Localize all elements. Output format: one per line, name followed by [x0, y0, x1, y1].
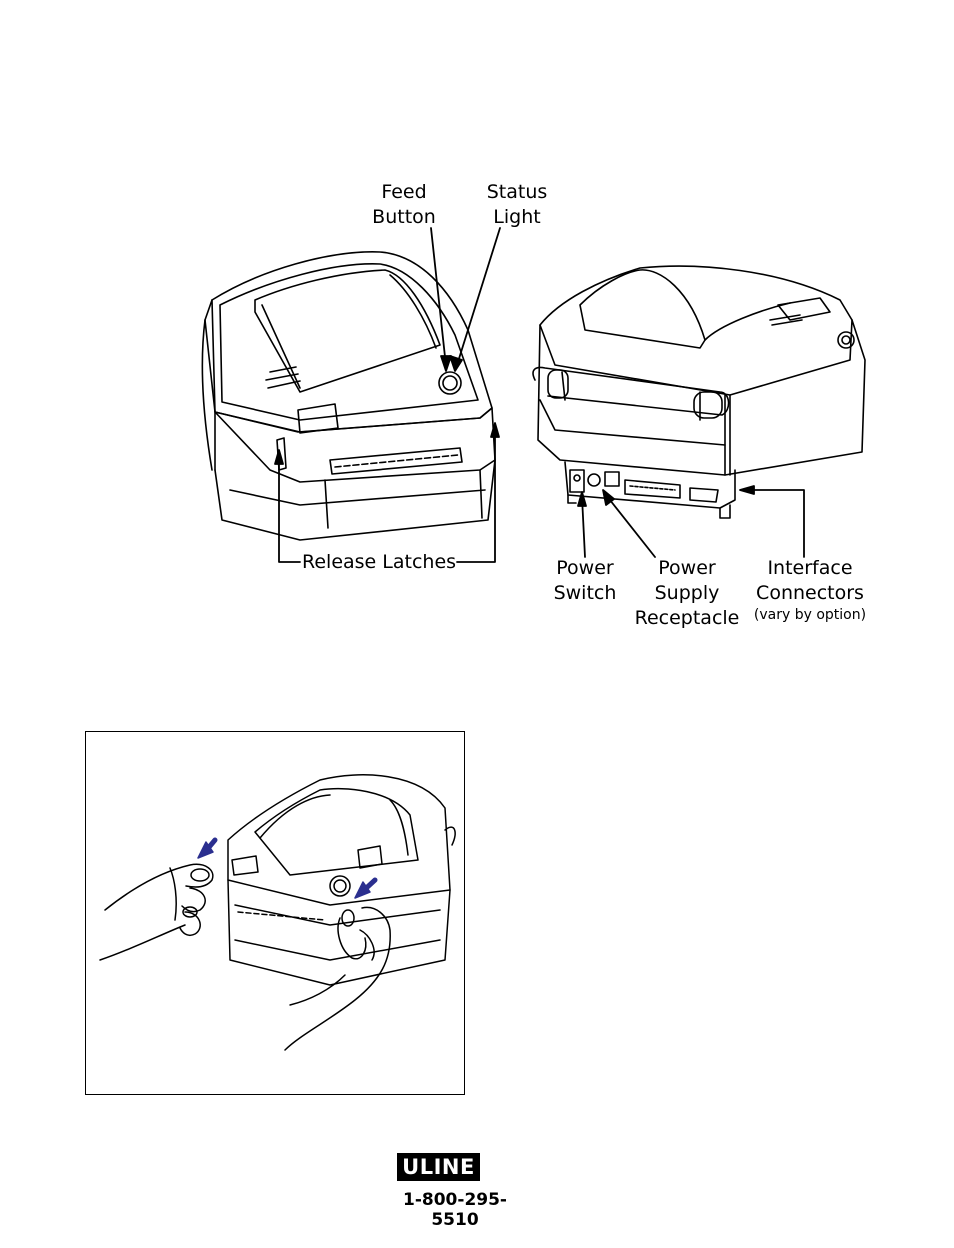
phone-number: 1-800-295-5510: [380, 1190, 530, 1230]
uline-logo: ULINE: [397, 1153, 480, 1181]
